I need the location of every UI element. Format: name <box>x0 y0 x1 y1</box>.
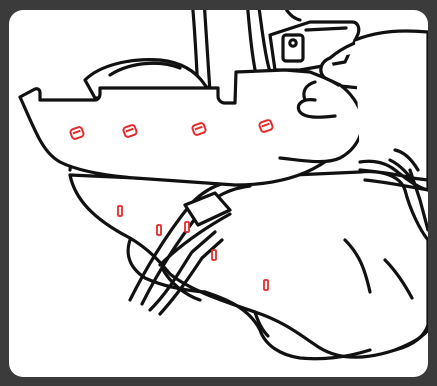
illustration-panel <box>9 10 428 377</box>
base-slot-2 <box>157 225 161 235</box>
base-slot-3 <box>185 222 189 232</box>
base-slot-1 <box>118 206 122 216</box>
base-slot-5 <box>264 280 268 290</box>
car-seat-illustration <box>9 10 428 377</box>
base-slot-4 <box>212 250 216 260</box>
seat-base-shell <box>70 172 428 359</box>
